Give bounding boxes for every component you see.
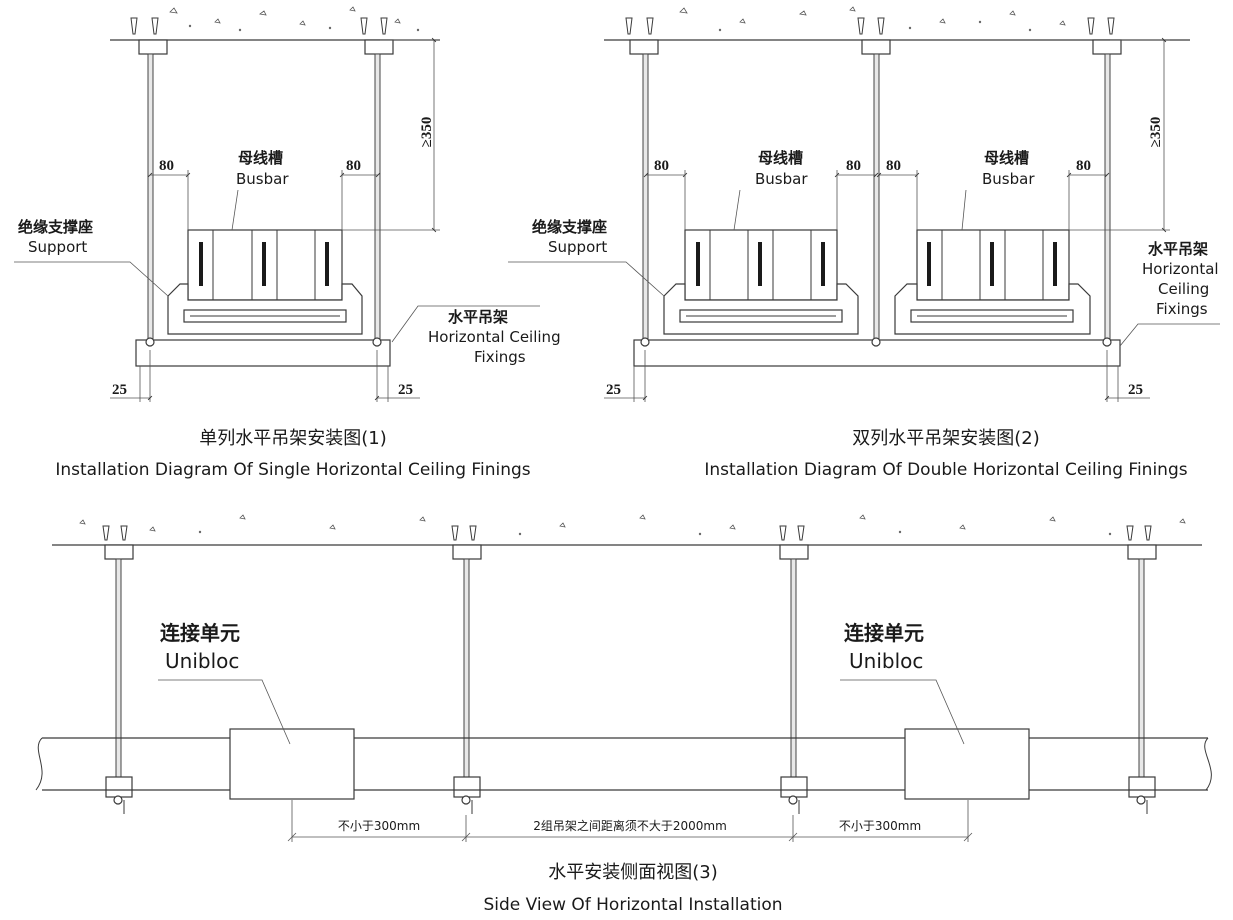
dim-edge-left: 25	[606, 382, 621, 398]
ceiling-anchor-left	[130, 17, 168, 55]
hanger-1	[102, 525, 134, 814]
caption-2-cn: 双列水平吊架安装图(2)	[852, 428, 1040, 449]
dimension-25-left: 25	[110, 350, 153, 402]
busbar-enclosure-b	[916, 229, 1070, 301]
dim-edge-right: 25	[398, 382, 413, 398]
threaded-rod-center	[873, 53, 880, 343]
dim-gap-left: 80	[159, 158, 174, 174]
label-busbar-a-en: Busbar	[755, 170, 808, 188]
label-busbar-b-en: Busbar	[982, 170, 1035, 188]
dimension-80-2: 80	[834, 158, 879, 230]
label-unit-b-cn: 连接单元	[844, 621, 924, 645]
dimension-80-3: 80	[876, 158, 920, 230]
hanger-3	[779, 525, 809, 814]
caption-3-en: Side View Of Horizontal Installation	[483, 895, 782, 915]
dimension-side-view: 不小于300mm 2组吊架之间距离须不大于2000mm 不小于300mm	[287, 800, 973, 842]
threaded-rod-left	[642, 53, 649, 343]
ceiling-anchor-left	[625, 17, 659, 55]
dim-gap-3: 80	[886, 158, 901, 174]
dimension-80-4: 80	[1066, 158, 1110, 230]
label-busbar-b-cn: 母线槽	[984, 149, 1029, 167]
label-fixing-en-1: Horizontal	[1142, 260, 1219, 278]
nut	[145, 337, 155, 347]
label-support-en: Support	[548, 238, 607, 256]
ceiling-anchor-center	[857, 17, 891, 55]
label-fixing-cn: 水平吊架	[448, 308, 508, 326]
ceiling-hatch	[679, 6, 1066, 32]
unibloc-joint-a	[229, 728, 355, 800]
dimension-80-1: 80	[643, 158, 688, 230]
dim-left-label: 不小于300mm	[338, 819, 420, 833]
conductor-slot	[262, 242, 266, 286]
ceiling-anchor-right	[1087, 17, 1122, 55]
dimension-height: ≥350	[1069, 37, 1170, 233]
caption-1-cn: 单列水平吊架安装图(1)	[199, 428, 387, 449]
dim-gap-2: 80	[846, 158, 861, 174]
dim-height-label: ≥350	[419, 117, 435, 148]
label-support-en: Support	[28, 238, 87, 256]
unibloc-joint-b	[904, 728, 1030, 800]
label-busbar-en: Busbar	[236, 170, 289, 188]
caption-3-cn: 水平安装侧面视图(3)	[548, 862, 718, 883]
dim-right-label: 不小于300mm	[839, 819, 921, 833]
hanger-2	[451, 525, 482, 814]
label-unit-a-cn: 连接单元	[160, 621, 240, 645]
caption-1-en: Installation Diagram Of Single Horizonta…	[55, 460, 530, 480]
nut	[372, 337, 382, 347]
label-fixing-en-3: Fixings	[1156, 300, 1208, 318]
hanger-4	[1126, 525, 1157, 814]
threaded-rod-right	[374, 53, 381, 343]
conductor-slot	[325, 242, 329, 286]
horizontal-fixing-bar	[135, 339, 391, 367]
ceiling-anchor-right	[360, 17, 394, 55]
caption-2-en: Installation Diagram Of Double Horizonta…	[704, 460, 1187, 480]
dimension-25-right: 25	[374, 350, 420, 402]
dim-gap-4: 80	[1076, 158, 1091, 174]
dim-gap-right: 80	[346, 158, 361, 174]
dim-height-label: ≥350	[1148, 117, 1164, 148]
conductor-slot	[199, 242, 203, 286]
dim-edge-left: 25	[112, 382, 127, 398]
diagram-side-view: 连接单元 Unibloc 连接单元 Unibloc 不小于300mm 2组吊架之…	[35, 514, 1212, 915]
dim-edge-right: 25	[1128, 382, 1143, 398]
ceiling-hatch	[169, 6, 420, 32]
dimension-80-left: 80	[147, 158, 191, 230]
busbar-run	[35, 737, 1212, 791]
diagram-single-fixing: 80 80 ≥350 25 25 母线槽 Busbar	[14, 6, 561, 480]
dim-middle-label: 2组吊架之间距离须不大于2000mm	[533, 818, 727, 833]
busbar-enclosure-a	[684, 229, 838, 301]
diagram-double-fixing: 80 80 80 80 ≥350 25	[508, 6, 1220, 480]
dimension-height: ≥350	[342, 37, 440, 233]
label-busbar-cn: 母线槽	[238, 149, 283, 167]
label-unit-b-en: Unibloc	[849, 649, 923, 673]
threaded-rod-right	[1104, 53, 1111, 343]
dimension-25-left: 25	[604, 350, 648, 402]
label-support-cn: 绝缘支撑座	[18, 218, 93, 236]
label-unit-a-en: Unibloc	[165, 649, 239, 673]
label-fixing-en-2: Ceiling	[1158, 280, 1209, 298]
threaded-rod-left	[147, 53, 154, 343]
label-fixing-en-1: Horizontal Ceiling	[428, 328, 561, 346]
dim-gap-1: 80	[654, 158, 669, 174]
busbar-enclosure	[187, 229, 343, 301]
ceiling-hatch	[79, 514, 1186, 536]
label-fixing-en-2: Fixings	[474, 348, 526, 366]
label-busbar-a-cn: 母线槽	[758, 149, 803, 167]
label-support-cn: 绝缘支撑座	[532, 218, 607, 236]
dimension-25-right: 25	[1104, 350, 1150, 402]
label-fixing-cn: 水平吊架	[1148, 240, 1208, 258]
dimension-80-right: 80	[339, 158, 381, 230]
